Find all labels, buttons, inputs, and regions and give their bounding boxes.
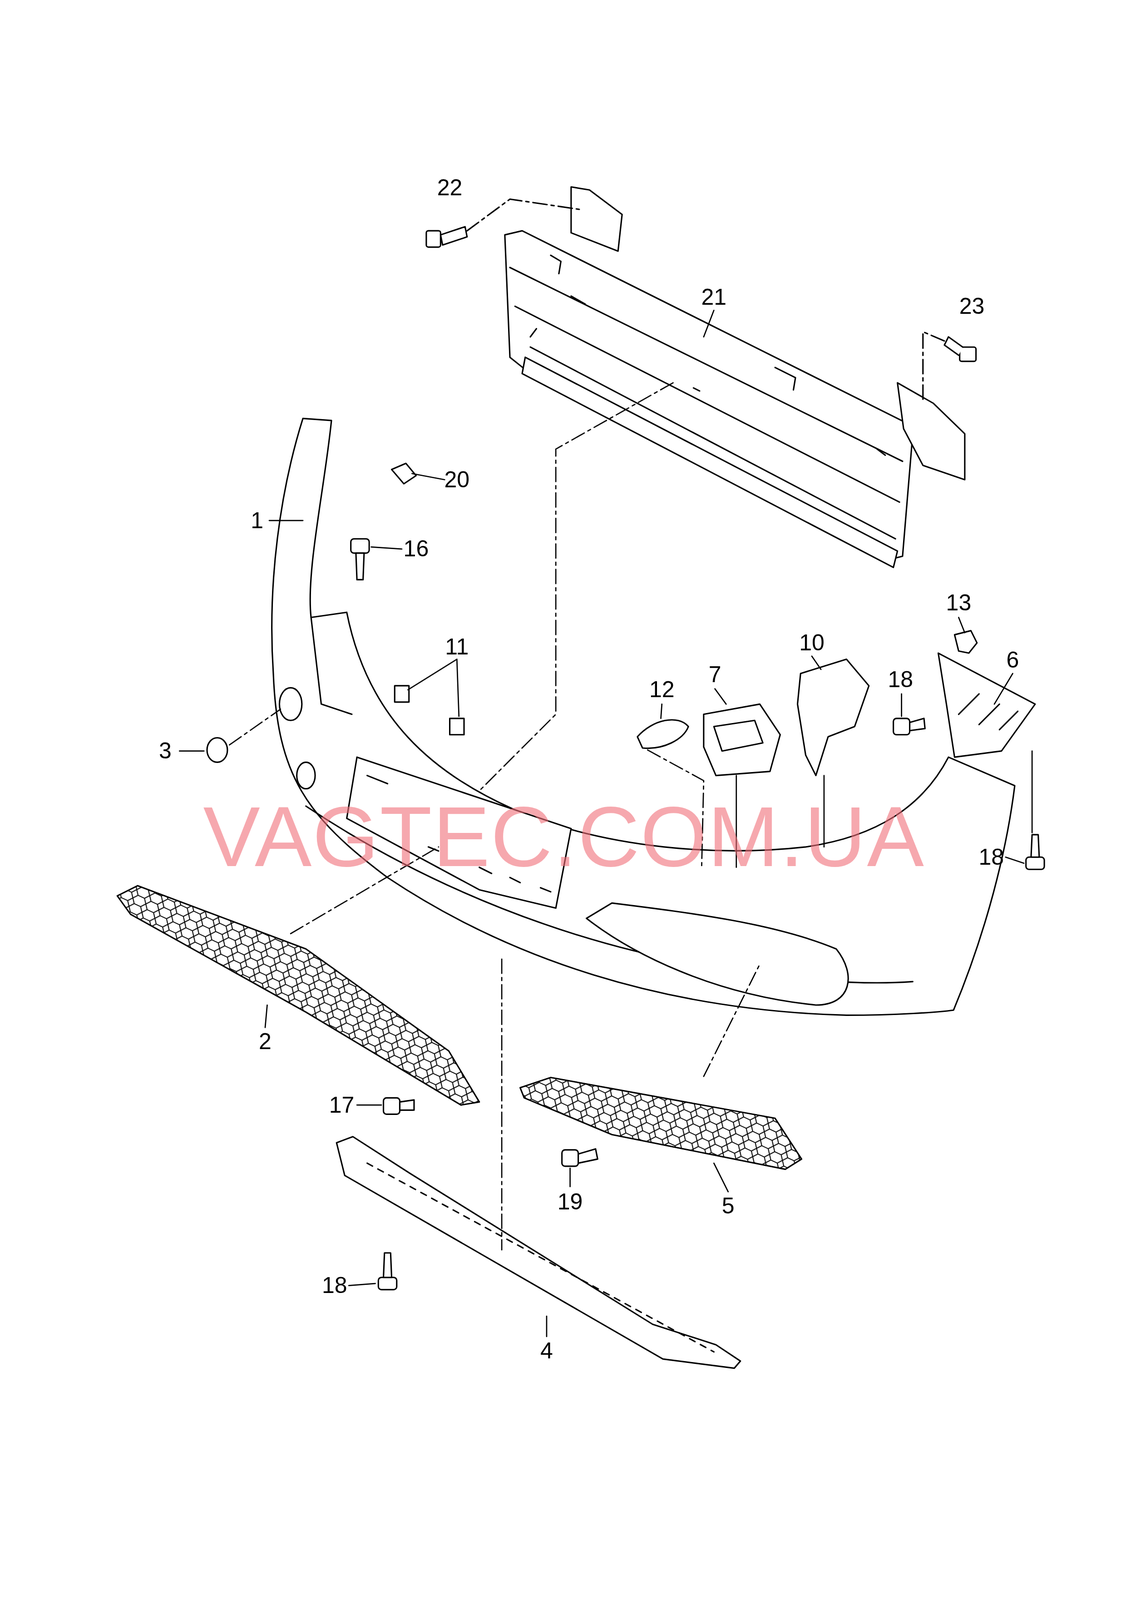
callout-number: 1: [250, 508, 264, 532]
bolt: [350, 538, 1045, 1290]
leader-lines: [179, 310, 1033, 1337]
callout-number: 3: [158, 739, 172, 762]
callout-number: 5: [721, 1194, 735, 1217]
lower-spoiler: [336, 1136, 741, 1369]
watermark: VAGTEC.COM.UA: [202, 793, 925, 880]
callout-number: 4: [540, 1338, 554, 1362]
small-parts: [207, 463, 1036, 776]
callout-number: 10: [799, 631, 825, 654]
callout-number: 11: [444, 635, 469, 658]
callout-number: 18: [888, 667, 914, 691]
bumper-cover: [271, 418, 1015, 1015]
callout-number: 20: [444, 468, 470, 491]
side-grille: [520, 1076, 802, 1169]
callout-number: 7: [708, 662, 722, 686]
callout-number: 12: [649, 677, 675, 701]
bolt: [426, 226, 977, 361]
callout-number: 19: [557, 1190, 583, 1213]
callout-number: 22: [437, 176, 463, 199]
callout-number: 18: [978, 845, 1004, 869]
bumper-beam: [504, 187, 965, 568]
callout-number: 23: [959, 294, 985, 318]
callout-number: 17: [329, 1093, 355, 1117]
callout-number: 18: [321, 1273, 348, 1297]
callout-number: 2: [258, 1029, 272, 1053]
callout-number: 13: [946, 591, 972, 614]
callout-number: 21: [701, 285, 727, 309]
callout-number: 16: [403, 537, 430, 560]
centre-grille: [117, 885, 480, 1105]
callout-number: 6: [1006, 648, 1020, 672]
